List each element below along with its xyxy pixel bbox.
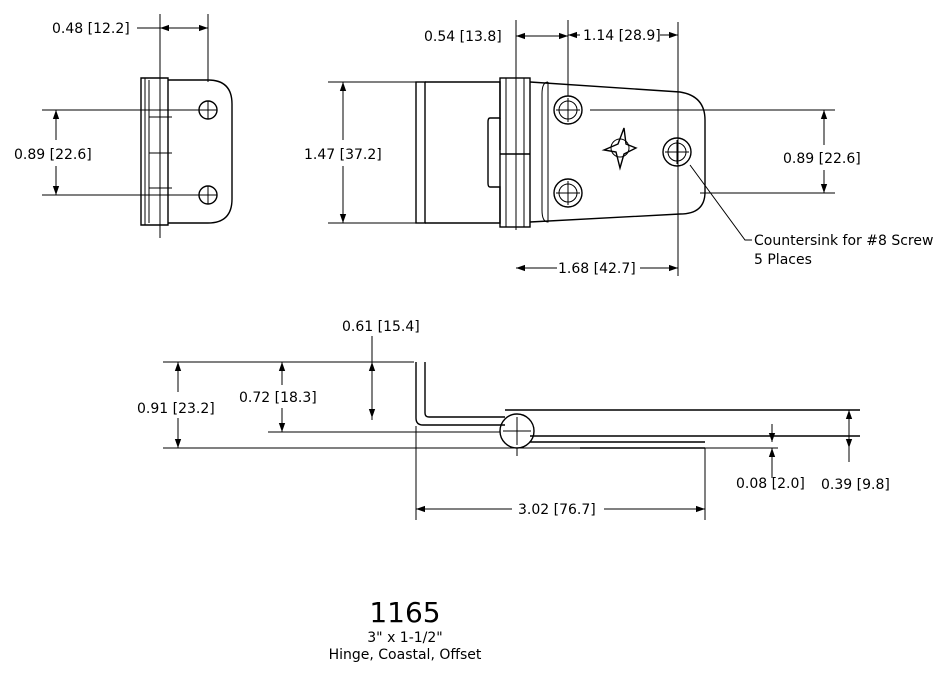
- dim-side-knuckle: 0.39 [9.8]: [821, 477, 890, 493]
- dim-offset-top: 0.54 [13.8]: [424, 29, 502, 45]
- dim-side-thickness: 0.08 [2.0]: [736, 476, 805, 492]
- callout-line-2: 5 Places: [754, 252, 812, 268]
- dim-side-offset: 0.72 [18.3]: [239, 390, 317, 406]
- dim-leaf-length: 1.68 [42.7]: [558, 261, 636, 277]
- front-view: 0.54 [13.8] 1.14 [28.9] 1.47 [37.2] 0.89…: [304, 20, 933, 277]
- dim-side-leg: 0.61 [15.4]: [342, 319, 420, 335]
- dim-right-hole-spacing: 0.89 [22.6]: [783, 151, 861, 167]
- dim-left-width: 0.48 [12.2]: [52, 21, 130, 37]
- dim-height: 1.47 [37.2]: [304, 147, 382, 163]
- callout-line-1: Countersink for #8 Screw: [754, 233, 933, 249]
- dim-hole-pitch: 1.14 [28.9]: [583, 28, 661, 44]
- dim-side-length: 3.02 [76.7]: [518, 502, 596, 518]
- part-size: 3" x 1-1/2": [367, 630, 443, 646]
- end-view: 0.48 [12.2] 0.89 [22.6]: [14, 14, 233, 238]
- title-block: 1165 3" x 1-1/2" Hinge, Coastal, Offset: [305, 596, 505, 664]
- dim-left-hole-spacing: 0.89 [22.6]: [14, 147, 92, 163]
- part-number: 1165: [369, 596, 441, 629]
- dim-side-total: 0.91 [23.2]: [137, 401, 215, 417]
- side-view: 0.61 [15.4] 0.72 [18.3] 0.91 [23.2] 0.08…: [137, 319, 890, 520]
- part-description: Hinge, Coastal, Offset: [328, 647, 482, 663]
